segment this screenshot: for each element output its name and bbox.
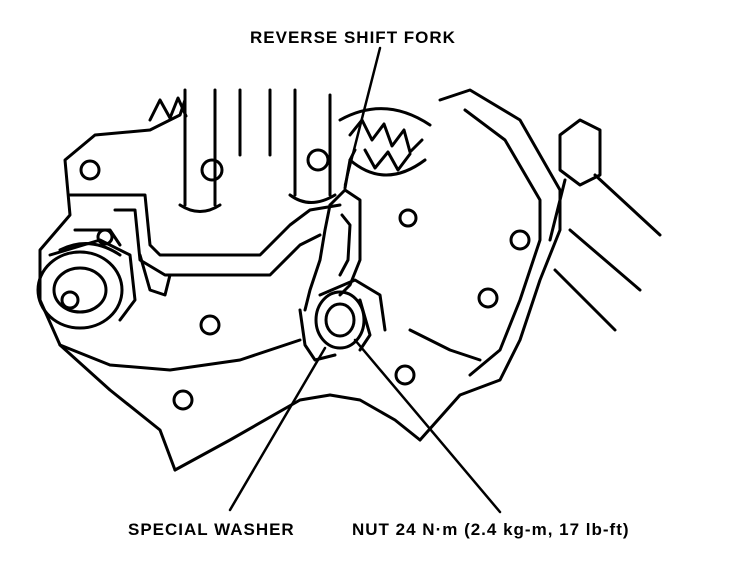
leader-nut (353, 338, 502, 514)
label-nut-torque: NUT 24 N·m (2.4 kg-m, 17 lb-ft) (352, 520, 630, 539)
label-special-washer: SPECIAL WASHER (128, 520, 295, 539)
interlock-bracket (68, 193, 342, 277)
pinion-assembly (36, 228, 172, 330)
leader-reverse-shift-fork (343, 46, 382, 187)
transmission-case (38, 88, 562, 472)
leader-special-washer (228, 346, 327, 512)
nut-and-washer (298, 278, 387, 362)
reverse-shift-fork (303, 148, 362, 312)
shift-lever-shaft (548, 118, 662, 332)
gear (148, 96, 432, 177)
leader-lines (228, 46, 502, 514)
flange-bolt-holes (79, 159, 531, 411)
shift-rods (178, 88, 337, 213)
label-reverse-shift-fork: REVERSE SHIFT FORK (250, 28, 456, 47)
